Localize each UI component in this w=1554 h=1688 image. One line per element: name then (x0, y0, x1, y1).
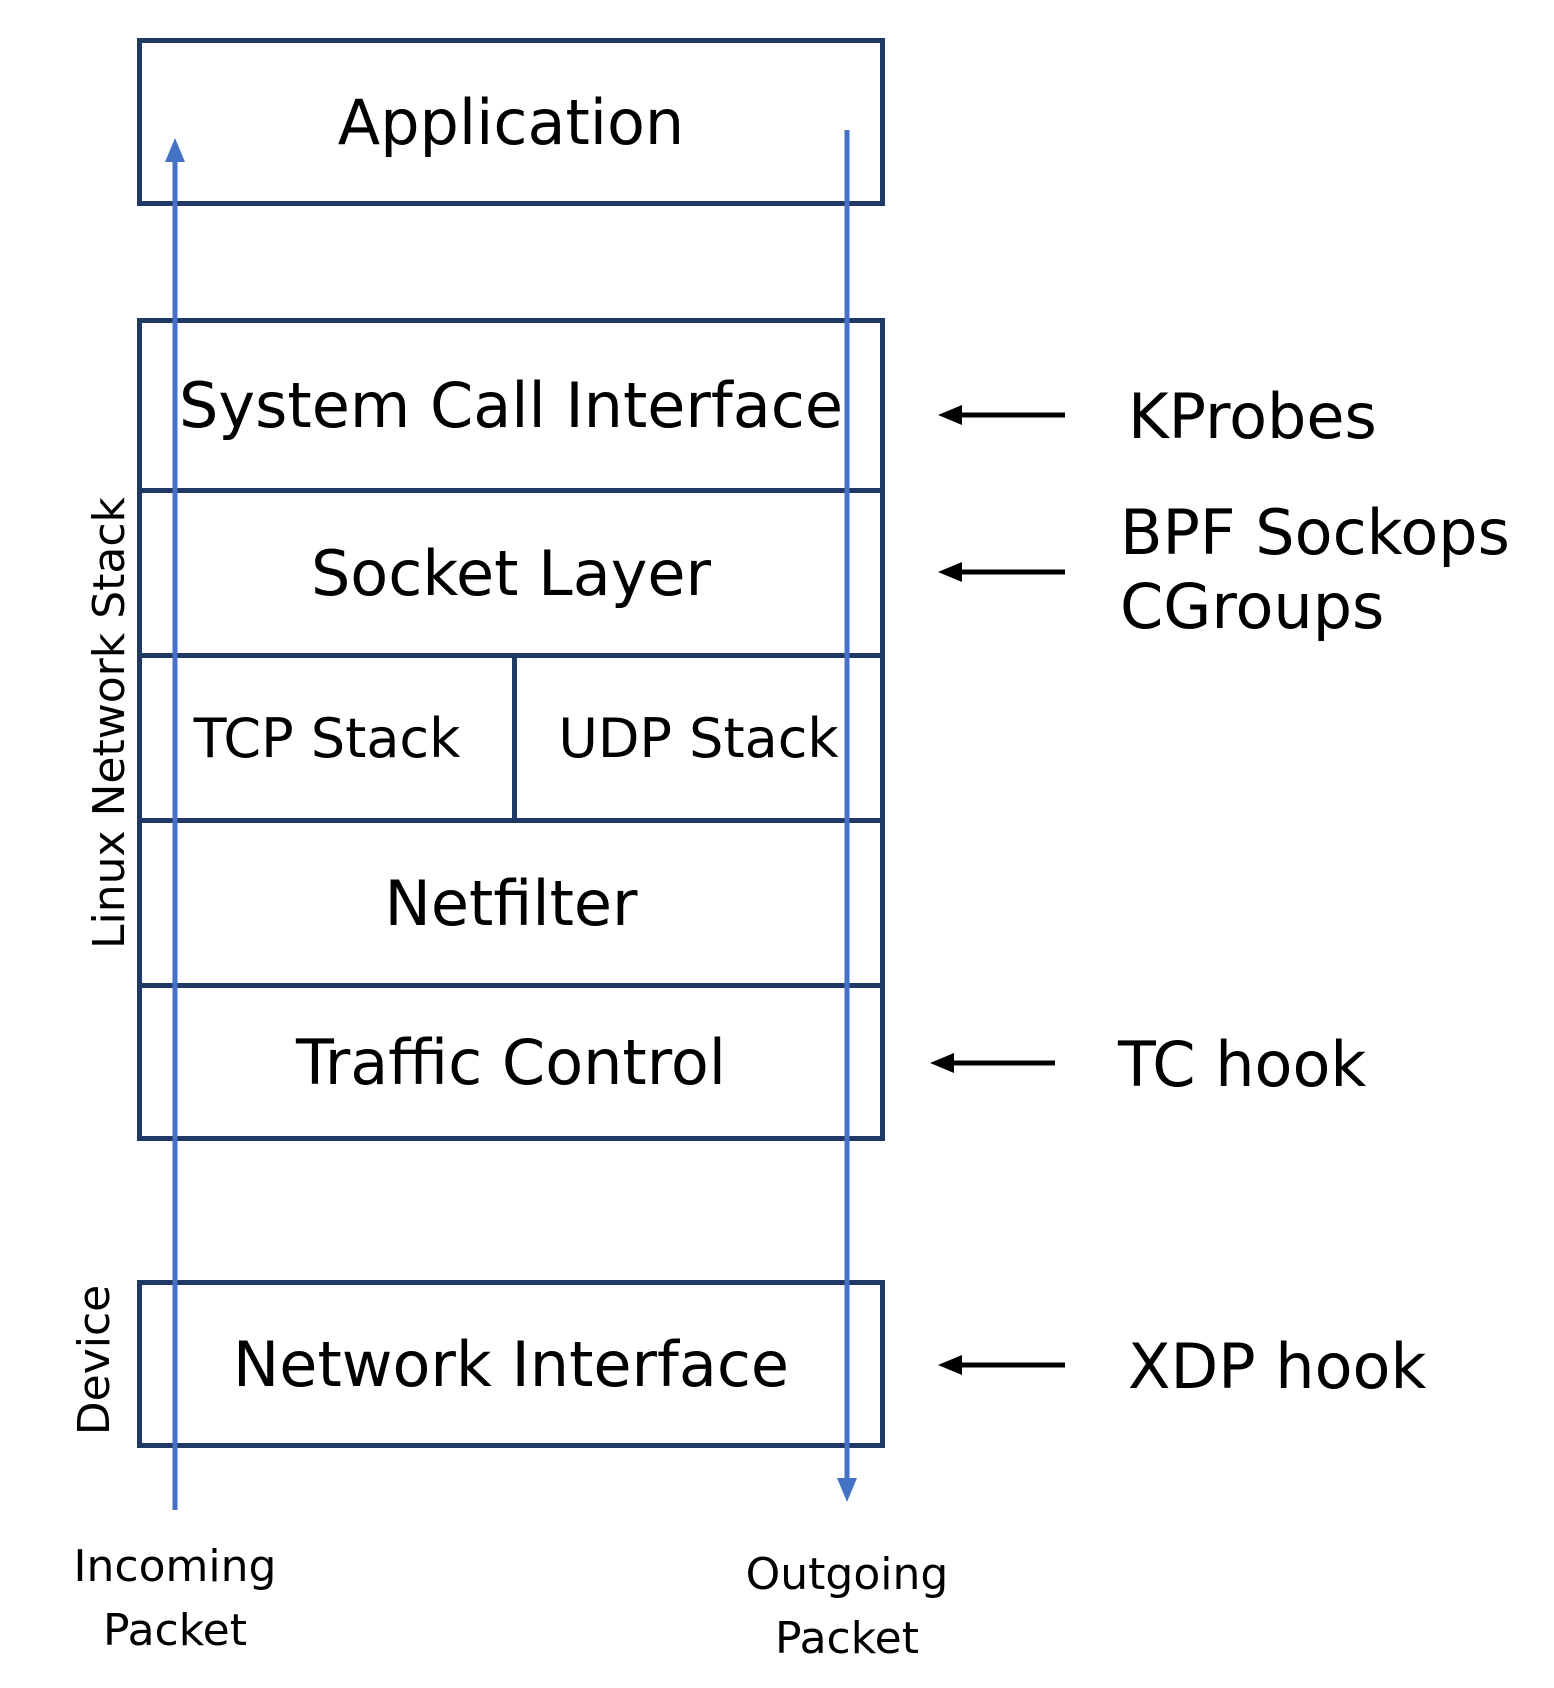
application-box: Application (137, 38, 885, 206)
incoming-packet-caption: Incoming Packet (55, 1535, 295, 1663)
incoming-caption-line2: Packet (103, 1605, 247, 1656)
application-label: Application (337, 85, 685, 159)
tc-hook-arrow (930, 1053, 1055, 1073)
linux-network-stack-side-label: Linux Network Stack (84, 496, 135, 950)
kprobes-arrow (938, 405, 1065, 425)
system-call-interface-layer: System Call Interface (179, 369, 843, 442)
xdp-hook-arrow (938, 1355, 1065, 1375)
divider-netfilter-tc (142, 983, 880, 988)
netfilter-layer: Netfilter (384, 866, 638, 940)
tcp-stack-layer: TCP Stack (193, 706, 461, 770)
outgoing-caption-line1: Outgoing (745, 1549, 949, 1600)
linux-network-stack-box: System Call Interface Socket Layer TCP S… (137, 318, 885, 1141)
cgroups-label: CGroups (1120, 570, 1385, 643)
xdp-hook-label: XDP hook (1128, 1330, 1427, 1403)
divider-syscall-socket (142, 488, 880, 493)
udp-stack-layer: UDP Stack (558, 706, 839, 770)
divider-tcp-udp (512, 658, 517, 818)
outgoing-caption-line2: Packet (775, 1613, 919, 1664)
device-side-label: Device (69, 1284, 120, 1436)
tc-hook-label: TC hook (1118, 1028, 1367, 1101)
bpf-sockops-label: BPF Sockops (1120, 496, 1510, 569)
incoming-caption-line1: Incoming (73, 1541, 277, 1592)
socket-layer: Socket Layer (310, 536, 712, 610)
device-box: Network Interface (137, 1280, 885, 1448)
divider-socket-transport (142, 653, 880, 658)
kprobes-label: KProbes (1128, 380, 1377, 453)
bpf-sockops-arrow (938, 562, 1065, 582)
divider-transport-netfilter (142, 818, 880, 823)
outgoing-packet-caption: Outgoing Packet (727, 1543, 967, 1671)
traffic-control-layer: Traffic Control (295, 1025, 727, 1099)
network-interface-layer: Network Interface (232, 1327, 790, 1401)
